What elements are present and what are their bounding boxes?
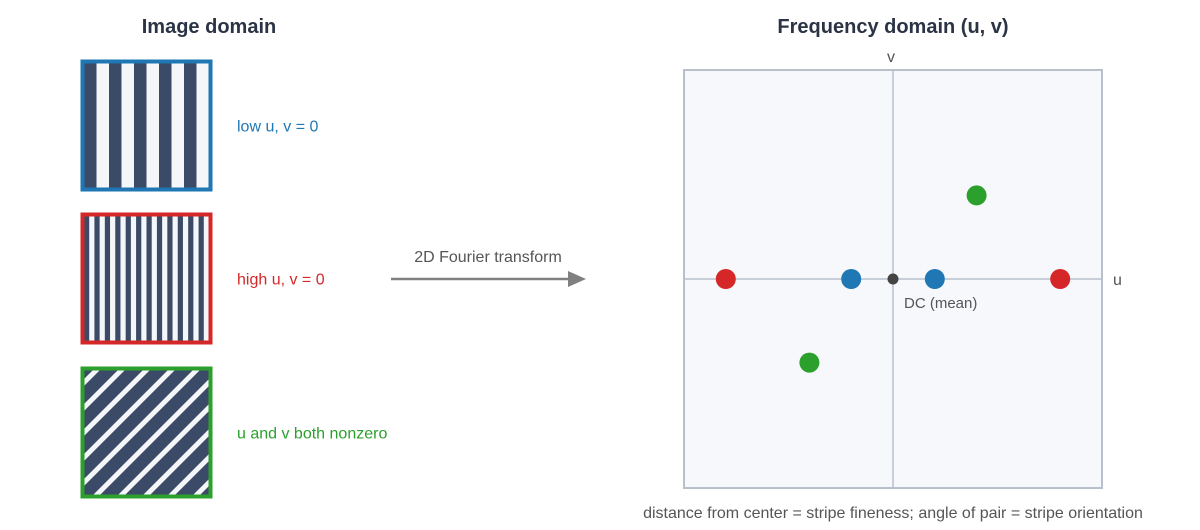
stripe — [188, 216, 194, 341]
stripe — [109, 63, 122, 188]
stripe — [200, 486, 209, 495]
stripe — [84, 370, 209, 495]
stripe — [134, 63, 147, 188]
stripe — [100, 386, 209, 495]
stripe — [175, 461, 209, 495]
dc-point — [887, 273, 899, 285]
stripe — [184, 63, 197, 188]
tile-border — [80, 212, 213, 345]
pattern-tile-diagonal: u and v both nonzero — [0, 366, 387, 499]
stripe — [125, 216, 131, 341]
frequency-points — [715, 185, 1071, 373]
stripe — [84, 216, 90, 341]
stripe — [156, 216, 163, 341]
pattern-tile-high-u: high u, v = 0 — [80, 212, 325, 345]
plane-caption: distance from center = stripe fineness; … — [643, 505, 1143, 522]
frequency-peak — [715, 269, 736, 289]
stripe — [84, 63, 97, 188]
tile-border — [80, 366, 213, 499]
frequency-peak — [799, 352, 820, 373]
stripe — [84, 370, 193, 479]
frequency-peak — [1050, 269, 1071, 289]
pattern-label: high u, v = 0 — [237, 272, 325, 289]
stripe — [146, 216, 152, 341]
stripe — [198, 216, 204, 341]
v-axis-label: v — [887, 49, 895, 66]
frequency-domain-title: Frequency domain (u, v) — [777, 16, 1008, 38]
frequency-plane: u v DC (mean) — [683, 49, 1122, 489]
stripe — [150, 436, 209, 495]
stripe-group — [84, 63, 197, 188]
stripe — [94, 216, 100, 341]
frequency-peak — [966, 185, 987, 206]
pattern-label: u and v both nonzero — [237, 426, 387, 443]
stripe — [84, 370, 168, 454]
stripe-group — [84, 216, 204, 341]
arrow-head — [568, 271, 586, 287]
pattern-tile-low-u: low u, v = 0 — [80, 59, 318, 192]
stripe — [104, 216, 111, 341]
transform-label: 2D Fourier transform — [414, 249, 562, 266]
tile-border — [80, 59, 213, 192]
stripe — [136, 216, 142, 341]
stripe — [159, 63, 172, 188]
stripe — [167, 216, 173, 341]
frequency-peak — [841, 269, 862, 289]
stripe — [177, 216, 183, 341]
stripe — [84, 370, 143, 429]
frequency-peak — [924, 269, 945, 289]
dc-label: DC (mean) — [904, 295, 977, 312]
u-axis-label: u — [1113, 272, 1122, 289]
stripe — [0, 370, 68, 495]
stripe — [115, 216, 121, 341]
stripe — [125, 411, 209, 495]
stripe-group — [0, 370, 209, 495]
transform-arrow: 2D Fourier transform — [391, 249, 586, 287]
pattern-label: low u, v = 0 — [237, 119, 318, 136]
stripe — [84, 370, 118, 404]
stripe — [84, 370, 93, 379]
image-domain-title: Image domain — [142, 16, 276, 38]
pattern-column: low u, v = 0 high u, v = 0 u and v both no… — [0, 59, 387, 499]
